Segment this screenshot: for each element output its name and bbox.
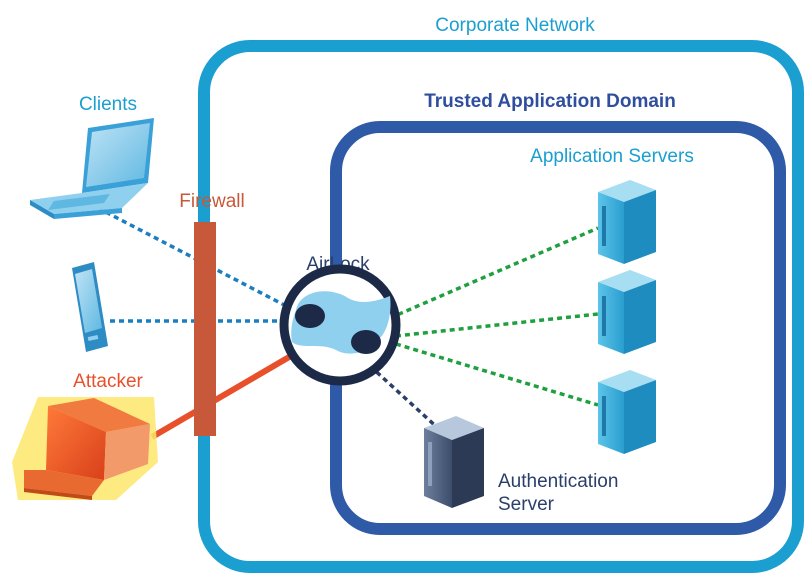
attacker-link xyxy=(150,350,298,440)
server-link-2 xyxy=(395,312,599,338)
app-server-icon-1 xyxy=(598,180,656,264)
clients-label: Clients xyxy=(79,94,137,115)
auth-server-label-line1: Authentication xyxy=(498,471,618,492)
auth-link xyxy=(368,364,442,432)
client-tablet-icon xyxy=(72,262,108,352)
corporate-network-label: Corporate Network xyxy=(435,15,595,36)
auth-server-icon xyxy=(424,416,484,508)
firewall-label: Firewall xyxy=(179,191,244,212)
auth-server-label-line2: Server xyxy=(498,494,555,515)
app-server-icon-3 xyxy=(598,370,656,454)
server-links xyxy=(389,226,599,407)
attacker-label: Attacker xyxy=(73,371,143,392)
airlock-hub-icon xyxy=(279,264,401,386)
client-laptop-icon xyxy=(30,118,154,219)
trusted-domain-boundary xyxy=(330,121,786,535)
app-server-icon-2 xyxy=(598,270,656,354)
attacker-laptop-icon xyxy=(12,397,158,500)
server-link-3 xyxy=(395,342,599,407)
trusted-domain-label: Trusted Application Domain xyxy=(424,91,676,112)
firewall-wall xyxy=(194,222,216,436)
server-link-1 xyxy=(389,226,599,320)
application-servers-label: Application Servers xyxy=(530,146,694,167)
